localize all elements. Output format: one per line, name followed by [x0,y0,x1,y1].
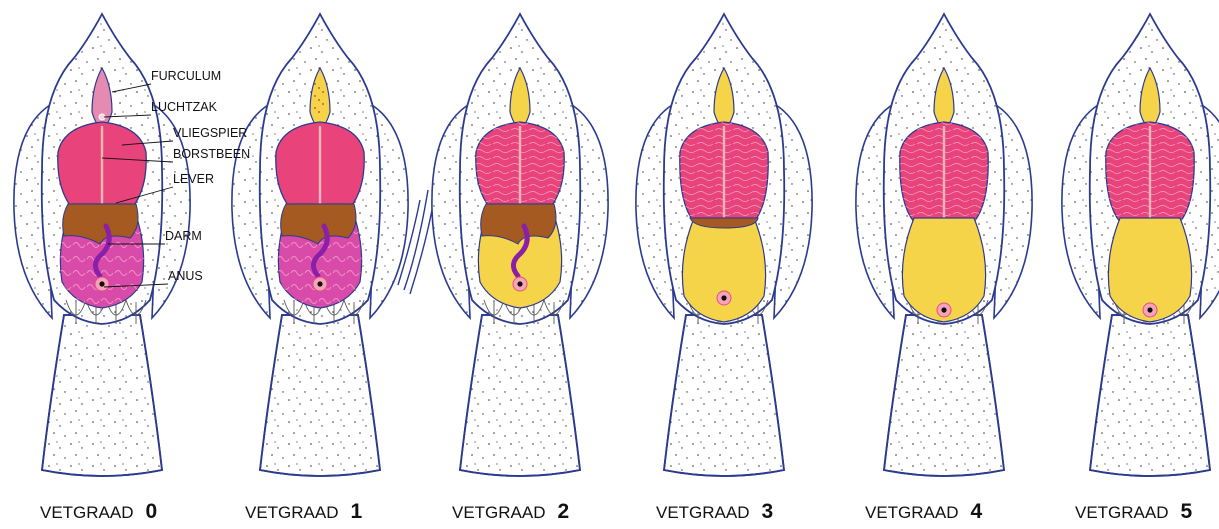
anus [517,281,522,286]
caption-grade-3: VETGRAAD 3 [656,500,773,523]
caption-number: 0 [146,500,158,523]
anus [317,281,322,286]
anus [99,281,104,286]
bird-figure-grade-5 [1062,14,1219,476]
anus [1147,307,1152,312]
caption-word: VETGRAAD [40,503,134,522]
anus [941,307,946,312]
caption-grade-4: VETGRAAD 4 [865,500,983,523]
caption-word: VETGRAAD [245,503,339,522]
caption-grade-0: VETGRAAD 0 [40,500,157,523]
fat-speckle [322,103,324,105]
fat-speckle [314,95,316,97]
caption-word: VETGRAAD [865,503,959,522]
fat-speckle [314,83,316,85]
anus [721,295,726,300]
fat-speckle [318,111,320,113]
label-borstbeen: BORSTBEEN [173,147,250,161]
label-darm: DARM [165,229,202,243]
caption-number: 1 [351,500,363,523]
caption-number: 4 [971,500,983,523]
fat-speckle [318,87,320,89]
bird-figure-grade-2 [432,14,608,476]
caption-number: 3 [762,500,774,523]
caption-word: VETGRAAD [452,503,546,522]
caption-word: VETGRAAD [1075,503,1169,522]
fat-speckle [314,107,316,109]
bird-figure-grade-1 [232,14,408,476]
fat-speckle [318,99,320,101]
caption-number: 2 [558,500,570,523]
caption-number: 5 [1181,500,1193,523]
abdomen-fat [682,218,765,322]
bird-figure-grade-4 [856,14,1032,476]
label-luchtzak: LUCHTZAK [151,100,218,114]
caption-grade-5: VETGRAAD 5 [1075,500,1193,523]
label-anus: ANUS [168,269,203,283]
label-furculum: FURCULUM [151,69,221,83]
label-vliegspier: VLIEGSPIER [173,126,247,140]
label-lever: LEVER [173,172,214,186]
caption-word: VETGRAAD [656,503,750,522]
bird-figure-grade-3 [636,14,812,476]
caption-grade-1: VETGRAAD 1 [245,500,363,523]
bird-figure-grade-0 [14,14,190,476]
fat-speckle [322,91,324,93]
caption-grade-2: VETGRAAD 2 [452,500,569,523]
